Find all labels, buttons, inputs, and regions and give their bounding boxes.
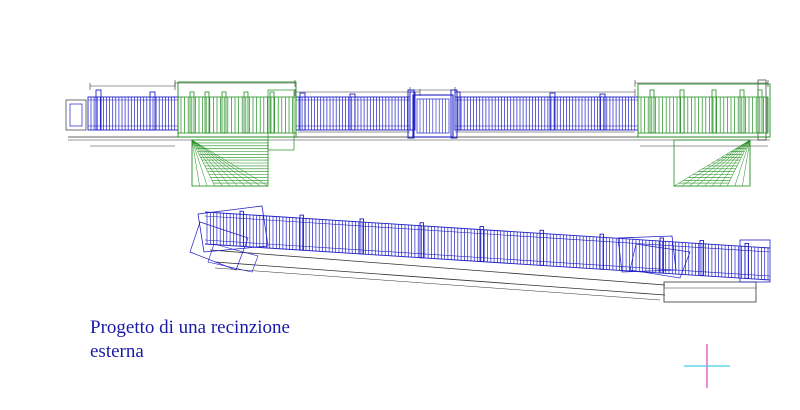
elevation-dimension-lines bbox=[68, 79, 770, 147]
right-swing-fan-ray bbox=[689, 139, 751, 187]
left-swing-fan-ray bbox=[191, 139, 238, 187]
slope-base-line-1 bbox=[209, 249, 666, 286]
fence-post-1 bbox=[149, 91, 156, 131]
right-gate-upright-1 bbox=[679, 89, 685, 134]
gate-pillar-left bbox=[407, 89, 415, 139]
fence-post-0 bbox=[95, 89, 102, 131]
slope-post-4 bbox=[479, 226, 484, 262]
right-swing-fan-ray bbox=[726, 139, 751, 187]
right-swing-fan-ray bbox=[719, 139, 751, 187]
right-gate-upright-3 bbox=[739, 89, 745, 134]
left-swing-fan-ray bbox=[191, 139, 261, 187]
slope-right-tilted-frame-1 bbox=[617, 235, 677, 273]
left-swing-fan-ray bbox=[191, 139, 223, 187]
right-swing-fan-ray bbox=[734, 139, 751, 187]
fence-sloped-view bbox=[189, 205, 771, 303]
left-swing-fan-ray bbox=[191, 139, 269, 187]
caption-line-1: Progetto di una recinzione bbox=[90, 317, 290, 338]
left-gate-motor-box bbox=[267, 89, 295, 151]
left-swing-fan-ray bbox=[191, 139, 200, 187]
left-swing-fan-ray bbox=[191, 139, 246, 187]
caption-line-2: esterna bbox=[90, 341, 144, 362]
left-gate-upright-3 bbox=[243, 91, 249, 134]
sloped-detail-shapes bbox=[189, 205, 771, 303]
fence-post-7 bbox=[599, 93, 606, 131]
left-swing-fan-ray bbox=[191, 139, 208, 187]
left-sliding-gate bbox=[177, 81, 297, 151]
sloped-fence-bars bbox=[204, 210, 771, 281]
sloped-base-lines bbox=[209, 249, 666, 301]
slope-post-3 bbox=[419, 222, 424, 259]
fence-post-6 bbox=[549, 92, 556, 131]
fence-elevation-view bbox=[65, 79, 771, 187]
crosshair-cursor-icon bbox=[684, 344, 730, 388]
right-gate-outer bbox=[637, 83, 771, 138]
gate-pillar-right bbox=[450, 89, 458, 139]
gate-swing-fans bbox=[191, 139, 751, 187]
right-gate-upright-4 bbox=[757, 89, 763, 134]
right-swing-fan-ray bbox=[704, 139, 751, 187]
left-gate-upright-4 bbox=[269, 91, 275, 134]
slope-left-tilted-frame-2 bbox=[189, 221, 249, 271]
slope-post-6 bbox=[599, 233, 604, 270]
right-swing-fan-ray bbox=[711, 139, 751, 187]
pedestrian-gate-frame bbox=[412, 94, 454, 138]
left-gate-upright-2 bbox=[221, 91, 227, 134]
slope-post-7 bbox=[659, 237, 664, 274]
slope-post-8 bbox=[699, 240, 704, 276]
fence-post-3 bbox=[349, 93, 356, 131]
slope-post-5 bbox=[539, 229, 544, 266]
right-swing-fan-ray bbox=[696, 139, 751, 187]
slope-right-base-box bbox=[663, 281, 757, 303]
right-gate-upright-2 bbox=[711, 89, 717, 134]
left-gate-panel bbox=[177, 96, 297, 134]
right-sliding-gate bbox=[637, 83, 771, 138]
slope-right-end-panel bbox=[739, 239, 771, 283]
elevation-fence-bars bbox=[65, 89, 639, 139]
left-end-bracket bbox=[65, 99, 87, 131]
drawing-caption: Progetto di una recinzione esterna bbox=[90, 316, 290, 364]
right-gate-upright-0 bbox=[649, 89, 655, 134]
slope-left-tilted-frame-1 bbox=[197, 205, 269, 253]
slope-post-9 bbox=[744, 242, 749, 279]
slope-left-tilted-frame-3 bbox=[207, 243, 259, 273]
slope-post-1 bbox=[299, 214, 304, 251]
fence-post-2 bbox=[299, 92, 306, 131]
left-swing-fan-ray bbox=[191, 139, 216, 187]
right-swing-fan-ray bbox=[742, 139, 751, 187]
left-gate-upright-1 bbox=[204, 91, 210, 134]
slope-base-line-2 bbox=[214, 261, 666, 296]
fence-segment-frame-0 bbox=[87, 96, 179, 131]
left-swing-fan-ray bbox=[191, 139, 253, 187]
right-gate-panel bbox=[637, 96, 769, 134]
right-swing-fan-ray bbox=[681, 139, 751, 187]
fence-segment-frame-1 bbox=[295, 96, 411, 131]
left-end-inner bbox=[69, 103, 83, 127]
right-swing-fan-ray bbox=[673, 139, 751, 187]
slope-post-2 bbox=[359, 218, 364, 255]
left-gate-upright-0 bbox=[189, 91, 195, 134]
slope-right-tilted-frame-2 bbox=[629, 243, 691, 279]
slope-post-0 bbox=[239, 210, 244, 247]
left-swing-fan-ray bbox=[191, 139, 231, 187]
slope-base-line-3 bbox=[214, 267, 661, 301]
